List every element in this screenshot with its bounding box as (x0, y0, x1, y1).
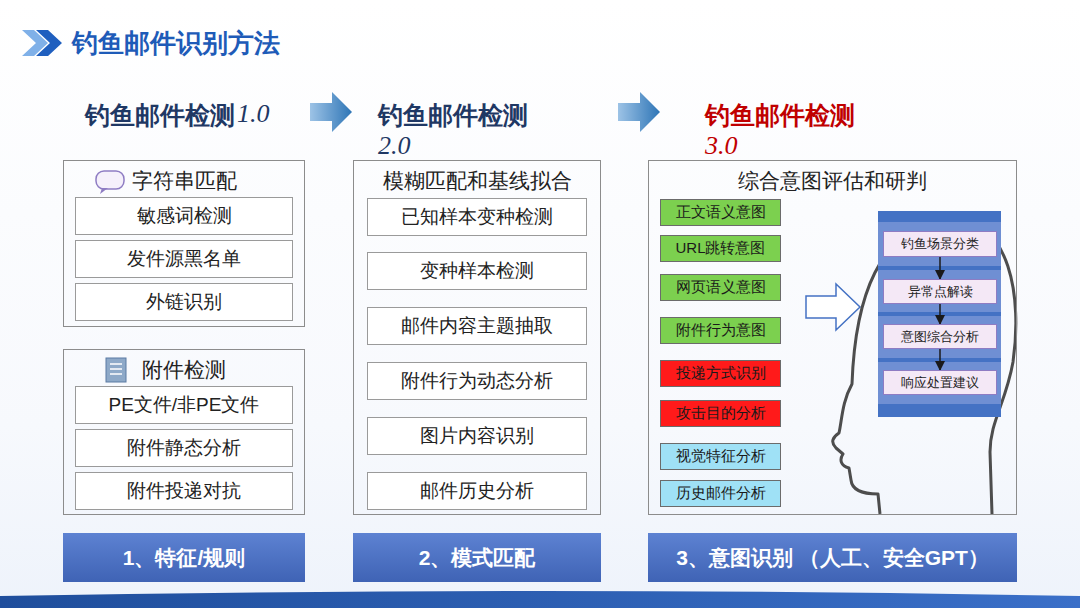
feature-box: PE文件/非PE文件 (75, 386, 293, 424)
box-label: 附件静态分析 (127, 435, 241, 461)
process-step: 意图综合分析 (883, 324, 997, 349)
block-arrow (310, 92, 352, 132)
box-label: 正文语义意图 (676, 203, 766, 222)
feature-box: 发件源黑名单 (75, 240, 293, 278)
block-arrow (618, 92, 660, 132)
box-label: URL跳转意图 (675, 239, 765, 258)
feature-box: 邮件内容主题抽取 (367, 307, 587, 345)
flow-arrow (939, 349, 941, 370)
box-label: 邮件内容主题抽取 (401, 313, 553, 339)
bottom-band (0, 591, 1080, 608)
box-label: 网页语义意图 (676, 278, 766, 297)
feature-box: 敏感词检测 (75, 197, 293, 235)
box-label: 附件行为动态分析 (401, 368, 553, 394)
process-step: 响应处置建议 (883, 370, 997, 395)
stage-bar: 3、意图识别 （人工、安全GPT） (648, 533, 1017, 582)
group-panel: 字符串匹配敏感词检测发件源黑名单外链识别 (63, 160, 305, 327)
column-heading: 钓鱼邮件检测 (85, 99, 235, 132)
page-title: 钓鱼邮件识别方法 (72, 26, 280, 61)
flow-arrow (939, 257, 941, 279)
group-heading: 模糊匹配和基线拟合 (354, 167, 600, 195)
version-number: 2.0 (378, 131, 411, 161)
stage-bar: 1、特征/规则 (63, 533, 305, 582)
box-label: 攻击目的分析 (676, 404, 766, 423)
hollow-arrow (806, 284, 860, 330)
document-icon (106, 358, 126, 382)
feature-box: 附件行为动态分析 (367, 362, 587, 400)
feature-box: 附件静态分析 (75, 429, 293, 467)
column-heading: 钓鱼邮件检测 (705, 99, 855, 132)
column-heading: 钓鱼邮件检测 (378, 99, 528, 132)
group-panel: 综合意图评估和研判正文语义意图 URL跳转意图网页语义意图附件行为意图投递方式识别… (648, 160, 1017, 515)
chat-icon (96, 171, 124, 194)
group-heading: 综合意图评估和研判 (649, 167, 1016, 195)
box-label: 视觉特征分析 (676, 447, 766, 466)
box-label: 1、特征/规则 (123, 544, 246, 572)
box-label: 附件行为意图 (676, 321, 766, 340)
stage-bar: 2、模式匹配 (353, 533, 601, 582)
intent-tag: URL跳转意图 (660, 235, 781, 262)
box-label: 异常点解读 (908, 283, 973, 301)
box-label: 意图综合分析 (901, 328, 979, 346)
box-label: 2、模式匹配 (419, 544, 536, 572)
version-number: 3.0 (705, 131, 738, 161)
feature-box: 已知样本变种检测 (367, 198, 587, 236)
title-chevron (22, 30, 62, 56)
process-step: 钓鱼场景分类 (883, 231, 997, 257)
group-panel: 附件检测 PE文件/非PE文件附件静态分析附件投递对抗 (63, 349, 305, 515)
box-label: 邮件历史分析 (420, 478, 534, 504)
feature-box: 邮件历史分析 (367, 472, 587, 510)
box-label: 历史邮件分析 (676, 484, 766, 503)
intent-tag: 视觉特征分析 (660, 443, 781, 470)
feature-box: 附件投递对抗 (75, 472, 293, 510)
box-label: 发件源黑名单 (127, 246, 241, 272)
box-label: 外链识别 (146, 289, 222, 315)
step-panel (878, 211, 1001, 417)
box-label: 附件投递对抗 (127, 478, 241, 504)
process-step: 异常点解读 (883, 279, 997, 304)
box-label: 敏感词检测 (137, 203, 232, 229)
version-number: 1.0 (237, 99, 270, 129)
box-label: 已知样本变种检测 (401, 204, 553, 230)
head-silhouette (833, 220, 1016, 514)
intent-tag: 攻击目的分析 (660, 400, 781, 427)
feature-box: 变种样本检测 (367, 252, 587, 290)
intent-tag: 正文语义意图 (660, 199, 781, 226)
box-label: PE文件/非PE文件 (109, 392, 260, 418)
group-heading: 字符串匹配 (64, 167, 304, 195)
feature-box: 外链识别 (75, 283, 293, 321)
box-label: 响应处置建议 (901, 374, 979, 392)
intent-tag: 投递方式识别 (660, 360, 781, 387)
intent-tag: 附件行为意图 (660, 317, 781, 344)
feature-box: 图片内容识别 (367, 417, 587, 455)
box-label: 图片内容识别 (420, 423, 534, 449)
box-label: 投递方式识别 (676, 364, 766, 383)
box-label: 变种样本检测 (420, 258, 534, 284)
box-label: 3、意图识别 （人工、安全GPT） (676, 544, 989, 572)
intent-tag: 历史邮件分析 (660, 480, 781, 507)
group-panel: 模糊匹配和基线拟合已知样本变种检测变种样本检测邮件内容主题抽取附件行为动态分析图… (353, 160, 601, 515)
flow-arrow (939, 304, 941, 324)
box-label: 钓鱼场景分类 (901, 235, 979, 253)
group-heading: 附件检测 (64, 356, 304, 384)
intent-tag: 网页语义意图 (660, 274, 781, 301)
